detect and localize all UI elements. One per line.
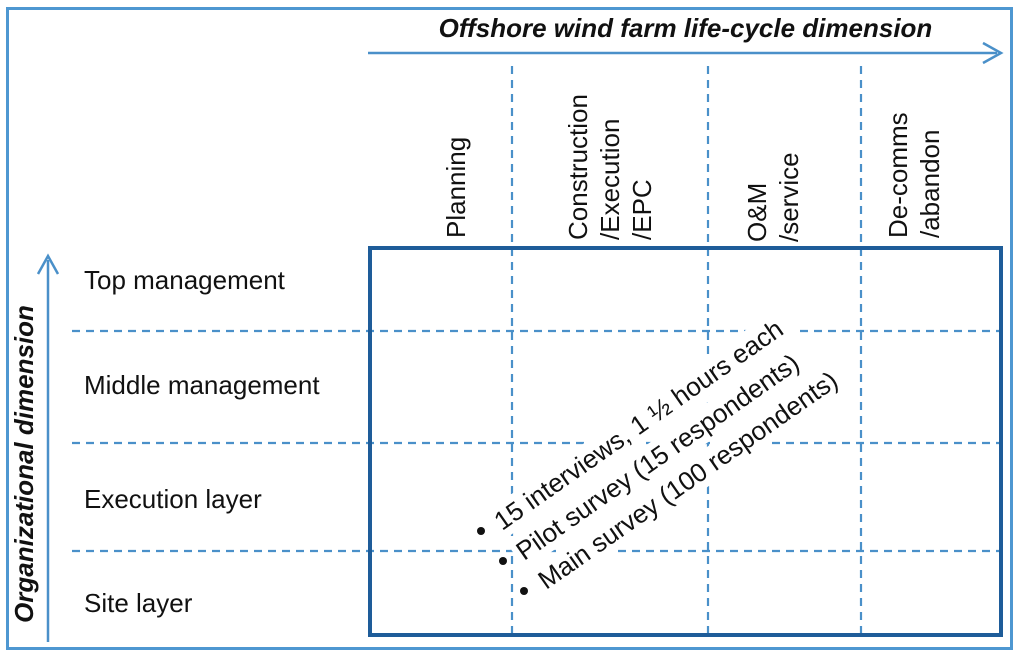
column-header-line: /abandon: [915, 129, 945, 238]
column-header-om-service: O&M /service: [741, 122, 805, 242]
row-label-execution-layer: Execution layer: [84, 484, 262, 514]
bullet-point: [499, 557, 507, 565]
column-header-planning: Planning: [440, 63, 472, 238]
row-label-middle-management: Middle management: [84, 370, 320, 400]
column-header-line: O&M: [742, 182, 772, 242]
lifecycle-axis-arrow: [368, 41, 1004, 65]
column-separator-lines: [510, 66, 863, 635]
organizational-axis-title: Organizational dimension: [9, 305, 39, 623]
column-header-line: /Execution: [595, 118, 625, 240]
row-label-site-layer: Site layer: [84, 588, 193, 618]
column-header-decomms: De-comms /abandon: [882, 98, 946, 238]
organizational-axis-arrow: [36, 253, 60, 642]
row-label-top-management: Top management: [84, 265, 285, 295]
outer-frame: [6, 7, 1013, 650]
column-header-line: Planning: [441, 136, 471, 238]
bullet-point: [520, 587, 528, 595]
column-header-line: /EPC: [627, 179, 657, 240]
column-header-line: De-comms: [883, 112, 913, 238]
lifecycle-axis-title: Offshore wind farm life-cycle dimension: [438, 13, 933, 43]
column-header-line: /service: [774, 152, 804, 242]
column-header-line: Construction: [563, 94, 593, 240]
matrix-box: [368, 246, 1003, 637]
column-header-construction: Construction /Execution /EPC: [562, 75, 658, 240]
bullet-point: [477, 527, 485, 535]
